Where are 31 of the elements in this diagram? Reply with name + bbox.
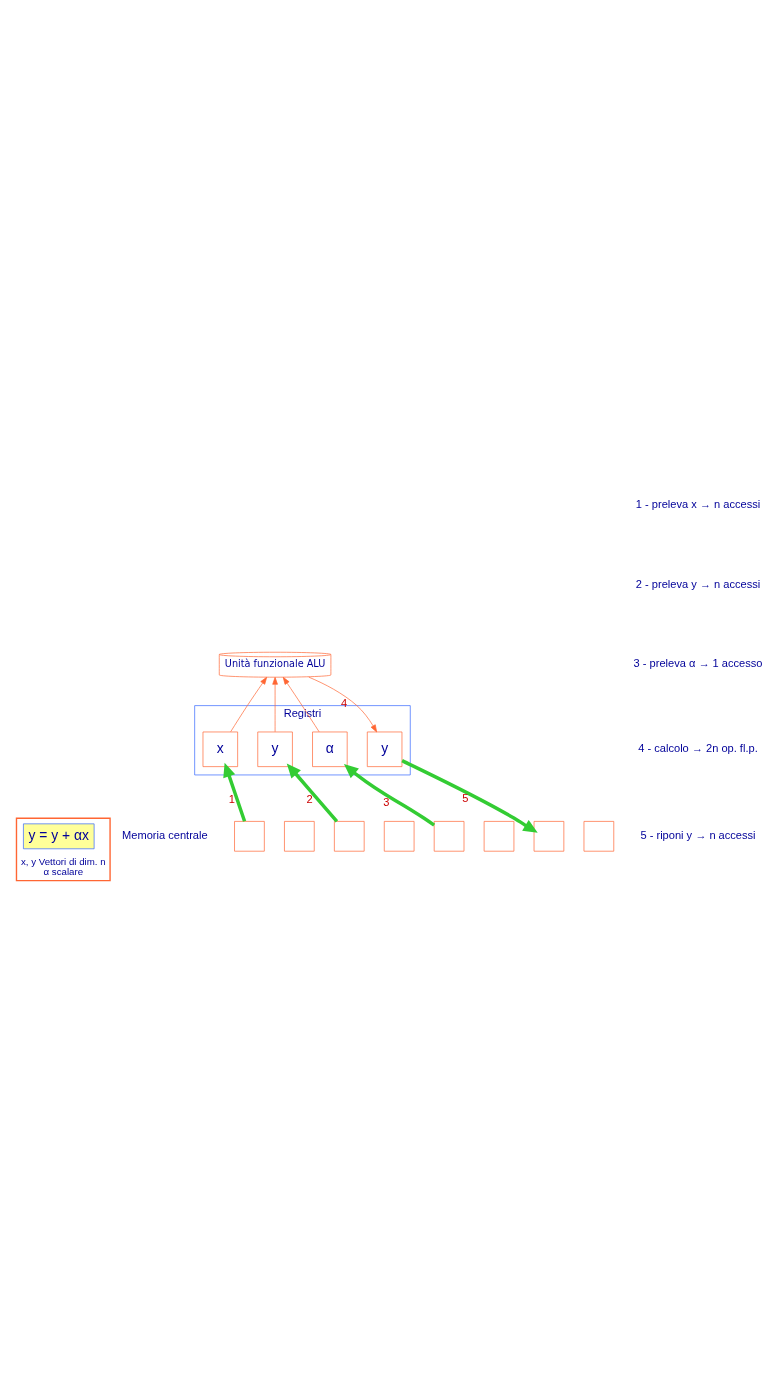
edge-label: 2 <box>306 792 313 805</box>
edge-label: 1 <box>228 792 235 805</box>
node-box: y <box>257 731 293 767</box>
arrow <box>272 677 278 733</box>
node-box: α <box>312 731 348 767</box>
arrow <box>401 759 538 833</box>
node-box: y = y + αx <box>23 823 95 850</box>
node-box <box>533 821 565 852</box>
edge-label: 5 <box>462 792 469 805</box>
node-box <box>334 821 365 852</box>
node-box <box>234 821 265 852</box>
label: 3 - preleva α → 1 accesso <box>633 657 763 670</box>
arrow <box>282 677 320 733</box>
node-box: y <box>366 731 403 767</box>
label: 1 - preleva x → n accessi <box>635 497 761 510</box>
arrow <box>308 676 377 733</box>
edge-label: 3 <box>383 796 390 809</box>
label: 5 - riponi y → n accessi <box>640 828 756 841</box>
arrow <box>286 763 339 823</box>
node-box <box>383 821 415 852</box>
label: 2 - preleva y → n accessi <box>635 577 761 590</box>
node-box <box>583 821 615 852</box>
arrow <box>230 676 268 733</box>
node-box <box>483 821 515 852</box>
node-box <box>284 821 315 852</box>
arrow <box>223 762 247 822</box>
label: Memoria centrale <box>122 828 208 841</box>
label: 4 - calcolo → 2n op. fl.p. <box>638 741 758 754</box>
node-box <box>433 821 465 852</box>
arrow <box>343 764 436 827</box>
node-box: x <box>202 731 238 767</box>
